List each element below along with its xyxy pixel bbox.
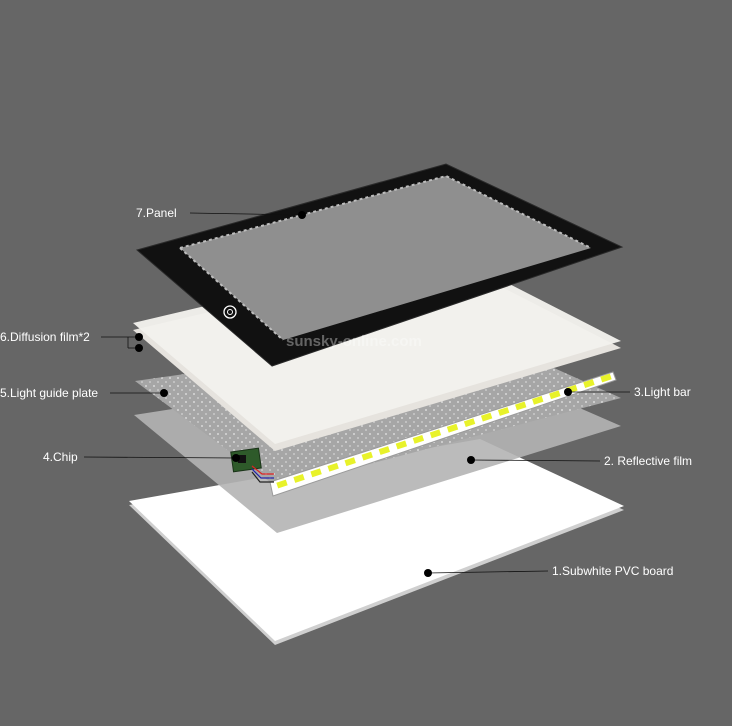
label-pvc-board: 1.Subwhite PVC board — [552, 564, 673, 578]
light-bar — [269, 371, 617, 497]
led-segment — [532, 395, 544, 405]
led-segment — [600, 373, 612, 383]
led-segment — [429, 429, 442, 439]
led-segment — [497, 407, 510, 416]
label-panel: 7.Panel — [136, 206, 177, 220]
power-button-icon — [223, 305, 237, 319]
led-row — [276, 373, 612, 489]
led-segment — [276, 479, 288, 489]
led-segment — [344, 457, 356, 467]
led-segment — [446, 423, 459, 433]
leader-dots — [135, 211, 572, 577]
led-segment — [395, 440, 408, 450]
led-segment — [327, 462, 339, 472]
led-segment — [549, 390, 561, 400]
panel-window — [180, 176, 591, 340]
led-segment — [310, 468, 322, 478]
label-light-guide-plate: 5.Light guide plate — [0, 386, 98, 400]
watermark: sunsky-online.com — [286, 333, 422, 350]
label-reflective-film: 2. Reflective film — [604, 454, 692, 468]
label-diffusion-film: 6.Diffusion film*2 — [0, 330, 90, 344]
led-segment — [361, 451, 373, 461]
chip — [230, 447, 274, 483]
label-chip: 4.Chip — [43, 450, 78, 464]
label-light-bar: 3.Light bar — [634, 385, 691, 399]
led-segment — [412, 434, 425, 444]
led-segment — [515, 401, 527, 411]
led-segment — [480, 412, 493, 422]
led-segment — [583, 379, 595, 388]
leader-lines — [83, 212, 630, 574]
led-segment — [293, 474, 305, 483]
panel-layer — [135, 163, 624, 367]
led-segment — [378, 446, 391, 455]
led-segment — [463, 418, 476, 428]
